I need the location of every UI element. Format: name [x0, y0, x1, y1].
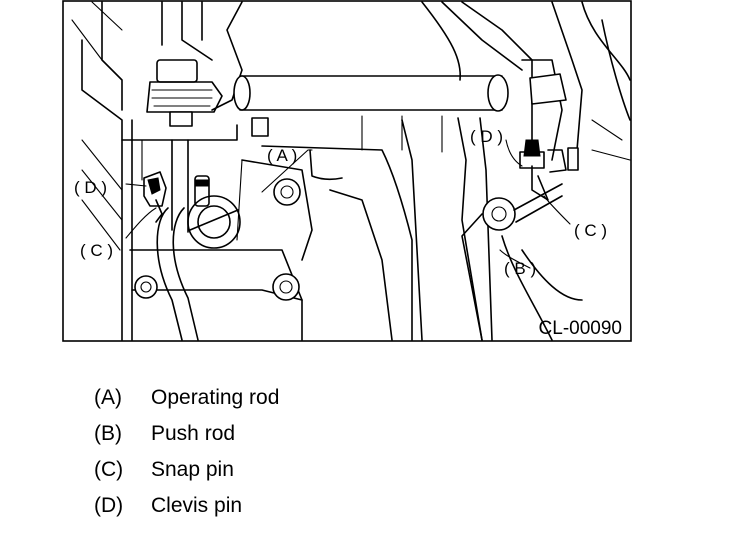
callout-c-left: ( C ): [80, 241, 113, 260]
center-assembly: [233, 1, 533, 341]
legend-row-d: (D) Clevis pin: [94, 488, 494, 524]
callout-d-right: ( D ): [470, 127, 503, 146]
callout-labels: ( A ) ( D ) ( C ) ( D ) ( C ) ( B ): [74, 127, 607, 278]
callout-c-right: ( C ): [574, 221, 607, 240]
right-assembly: [461, 1, 631, 341]
legend-key: (A): [94, 386, 122, 409]
legend-description: Snap pin: [151, 458, 234, 481]
figure-panel: ( A ) ( D ) ( C ) ( D ) ( C ) ( B ) CL-0…: [62, 0, 632, 342]
clutch-pedal-illustration: ( A ) ( D ) ( C ) ( D ) ( C ) ( B ) CL-0…: [62, 0, 632, 342]
legend-row-b: (B) Push rod: [94, 416, 494, 452]
legend-description: Operating rod: [151, 386, 280, 409]
figure-code: CL-00090: [539, 318, 622, 339]
left-assembly: [71, 1, 313, 341]
leader-lines: [125, 139, 571, 269]
legend-row-a: (A) Operating rod: [94, 380, 494, 416]
legend-description: Clevis pin: [151, 494, 243, 517]
callout-d-left: ( D ): [74, 178, 107, 197]
legend-row-c: (C) Snap pin: [94, 452, 494, 488]
legend-description: Push rod: [151, 422, 236, 445]
callout-b-right: ( B ): [504, 259, 536, 278]
legend-key: (D): [94, 494, 124, 517]
callout-a-left: ( A ): [267, 146, 297, 165]
figure-frame: [62, 0, 632, 342]
legend-key: (C): [94, 458, 124, 481]
legend: (A) Operating rod (B) Push rod (C) Snap …: [94, 380, 494, 524]
legend-key: (B): [94, 422, 122, 445]
